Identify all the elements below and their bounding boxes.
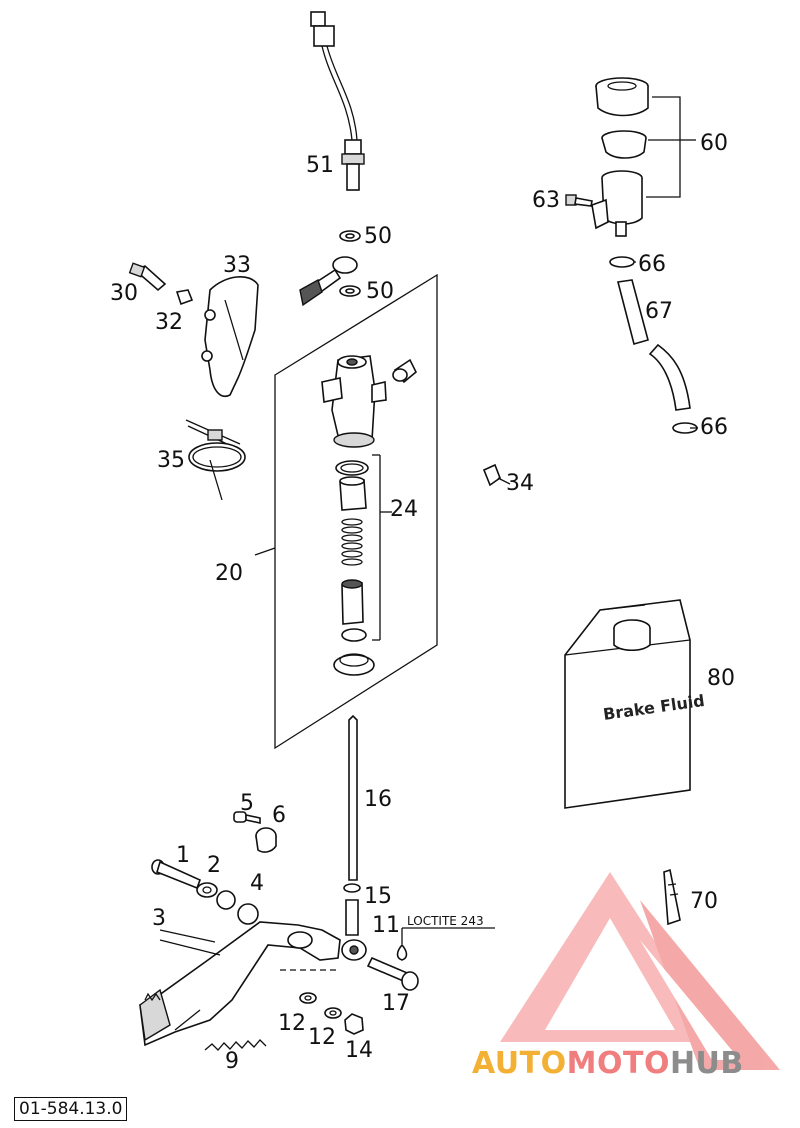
label-12-left: 12 [278, 1011, 306, 1036]
label-4: 4 [250, 871, 264, 896]
label-12-right: 12 [308, 1025, 336, 1050]
label-2: 2 [207, 853, 221, 878]
label-66-bottom: 66 [700, 415, 728, 440]
cable-tie [185, 419, 246, 472]
brake-fluid-can [564, 599, 691, 809]
master-cylinder-group-outline [254, 273, 438, 750]
pushrod [341, 714, 367, 961]
loctite-label: LOCTITE 243 [407, 914, 484, 928]
label-35: 35 [157, 448, 185, 473]
label-14: 14 [345, 1038, 373, 1063]
watermark-logo-mark [500, 872, 780, 1070]
grommet [482, 463, 501, 487]
piston-kit [333, 454, 392, 676]
label-63: 63 [532, 188, 560, 213]
label-9: 9 [225, 1049, 239, 1074]
label-17: 17 [382, 991, 410, 1016]
label-50-top: 50 [364, 224, 392, 249]
label-66-top: 66 [638, 252, 666, 277]
watermark-logo-text: AUTOMOTOHUB [472, 1046, 744, 1081]
logo-word-auto: AUTO [472, 1046, 567, 1081]
diagram-reference-code: 01-584.13.0 [14, 1097, 128, 1121]
label-80: 80 [707, 666, 735, 691]
label-32: 32 [155, 310, 183, 335]
cover-and-fasteners [128, 262, 259, 397]
logo-word-hub: HUB [669, 1046, 744, 1081]
label-34: 34 [506, 471, 534, 496]
pedal-pivot-parts [151, 859, 259, 925]
label-15: 15 [364, 884, 392, 909]
reservoir-hose [609, 256, 698, 434]
label-51: 51 [306, 153, 334, 178]
label-24: 24 [390, 497, 418, 522]
washers-nut [299, 992, 364, 1035]
brake-pedal [139, 921, 341, 1047]
logo-word-moto: MOTO [566, 1046, 670, 1081]
label-60: 60 [700, 131, 728, 156]
pivot-bolt [366, 956, 419, 991]
leader-lines [209, 261, 698, 501]
label-5: 5 [240, 791, 254, 816]
return-spring [204, 1039, 267, 1051]
label-16: 16 [364, 787, 392, 812]
label-70: 70 [690, 889, 718, 914]
thread-lock-tube [663, 868, 681, 926]
label-67: 67 [645, 299, 673, 324]
label-20: 20 [215, 561, 243, 586]
label-33: 33 [223, 253, 251, 278]
label-11: 11 [372, 913, 400, 938]
reservoir-assembly [565, 77, 696, 237]
master-cylinder [321, 355, 417, 448]
washers-banjo [299, 230, 361, 307]
label-6: 6 [272, 803, 286, 828]
label-50-bottom: 50 [366, 279, 394, 304]
label-30: 30 [110, 281, 138, 306]
label-1: 1 [176, 843, 190, 868]
label-3: 3 [152, 906, 166, 931]
loctite-drop [396, 943, 408, 961]
brake-light-switch [310, 11, 365, 191]
bolt-and-bush [233, 811, 277, 853]
